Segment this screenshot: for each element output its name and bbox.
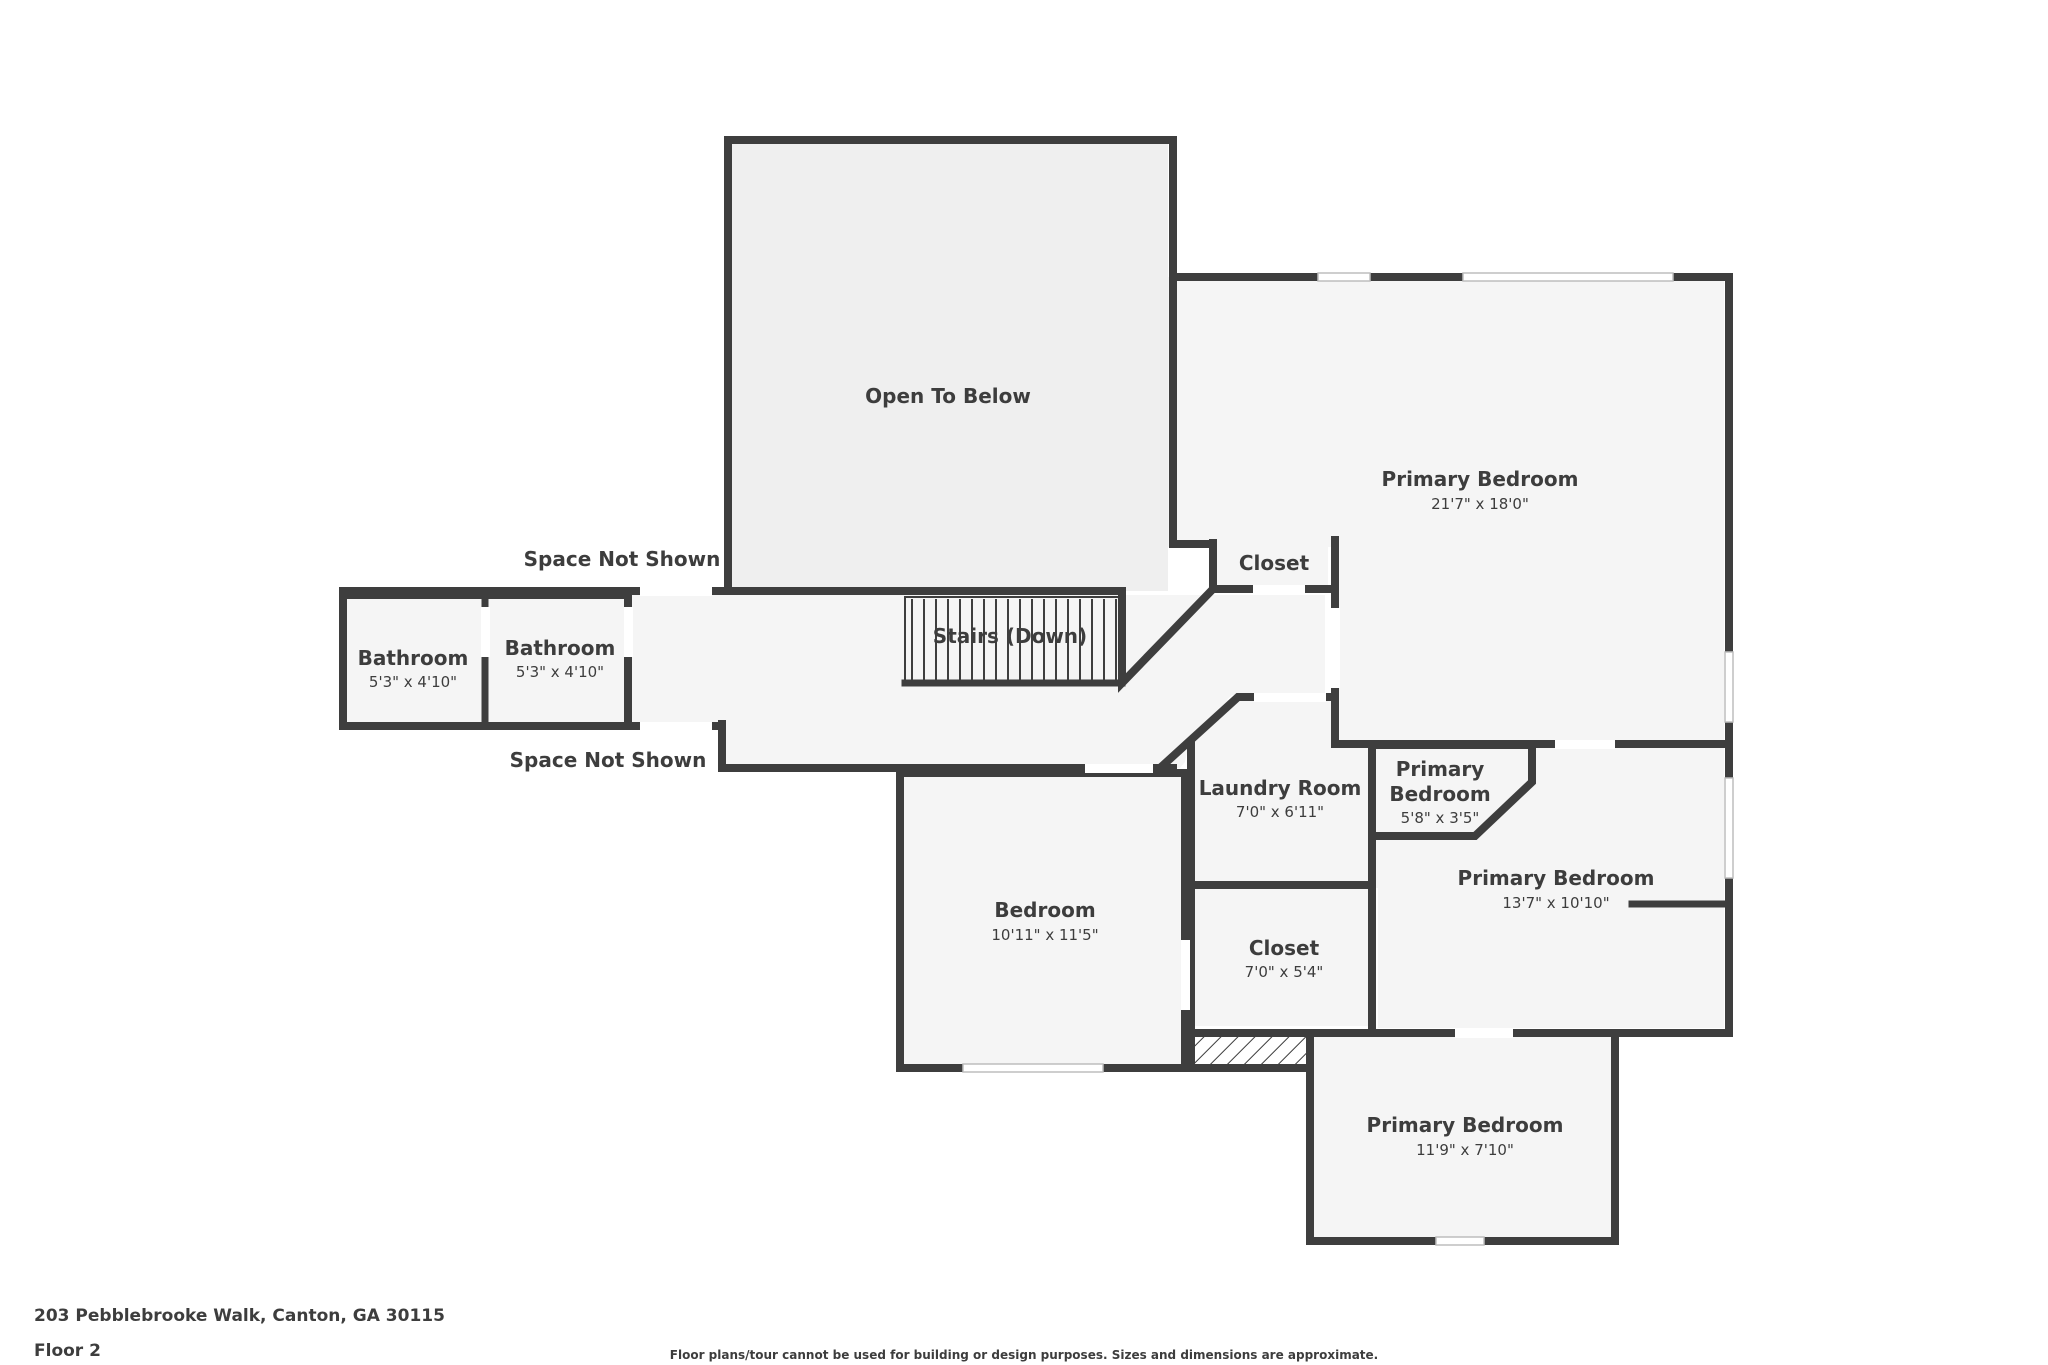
room-dim-primary-bedroom-mid: 13'7" x 10'10" — [1502, 894, 1609, 912]
room-dim-bedroom: 10'11" x 11'5" — [991, 926, 1098, 944]
room-dim-primary-bedroom-main: 21'7" x 18'0" — [1431, 495, 1529, 513]
floors — [343, 143, 1724, 1241]
windows — [962, 272, 1734, 1246]
room-name-laundry: Laundry Room — [1199, 776, 1362, 800]
label-space-not-shown-bottom: Space Not Shown — [510, 748, 707, 772]
room-name-bathroom-2: Bathroom — [505, 636, 616, 660]
room-name-primary-bedroom-main: Primary Bedroom — [1382, 467, 1579, 491]
label-space-not-shown-top: Space Not Shown — [524, 547, 721, 571]
room-dim-bathroom-2: 5'3" x 4'10" — [516, 663, 604, 681]
room-dim-closet-lower: 7'0" x 5'4" — [1245, 963, 1324, 981]
room-name-primary-bedroom-small-line1: Primary — [1396, 757, 1485, 781]
room-dim-primary-bedroom-small: 5'8" x 3'5" — [1401, 809, 1480, 827]
footer-floor: Floor 2 — [34, 1341, 101, 1361]
room-name-closet-lower: Closet — [1249, 936, 1320, 960]
room-name-primary-bedroom-small-line2: Bedroom — [1389, 782, 1490, 806]
room-name-primary-bedroom-mid: Primary Bedroom — [1458, 866, 1655, 890]
room-name-primary-bedroom-bottom: Primary Bedroom — [1367, 1113, 1564, 1137]
room-name-bathroom-1: Bathroom — [358, 646, 469, 670]
room-name-stairs: Stairs (Down) — [933, 624, 1087, 648]
room-dim-primary-bedroom-bottom: 11'9" x 7'10" — [1416, 1141, 1514, 1159]
room-dim-laundry: 7'0" x 6'11" — [1236, 803, 1324, 821]
room-dim-bathroom-1: 5'3" x 4'10" — [369, 673, 457, 691]
room-name-bedroom: Bedroom — [994, 898, 1095, 922]
door-openings — [481, 585, 1615, 1038]
room-name-open-to-below: Open To Below — [865, 384, 1031, 408]
stairs-graphic — [904, 596, 1123, 682]
room-name-closet-upper: Closet — [1239, 551, 1310, 575]
footer-disclaimer: Floor plans/tour cannot be used for buil… — [669, 1348, 1379, 1362]
footer-address: 203 Pebblebrooke Walk, Canton, GA 30115 — [34, 1306, 445, 1326]
hatched-shaft — [1190, 1034, 1306, 1068]
